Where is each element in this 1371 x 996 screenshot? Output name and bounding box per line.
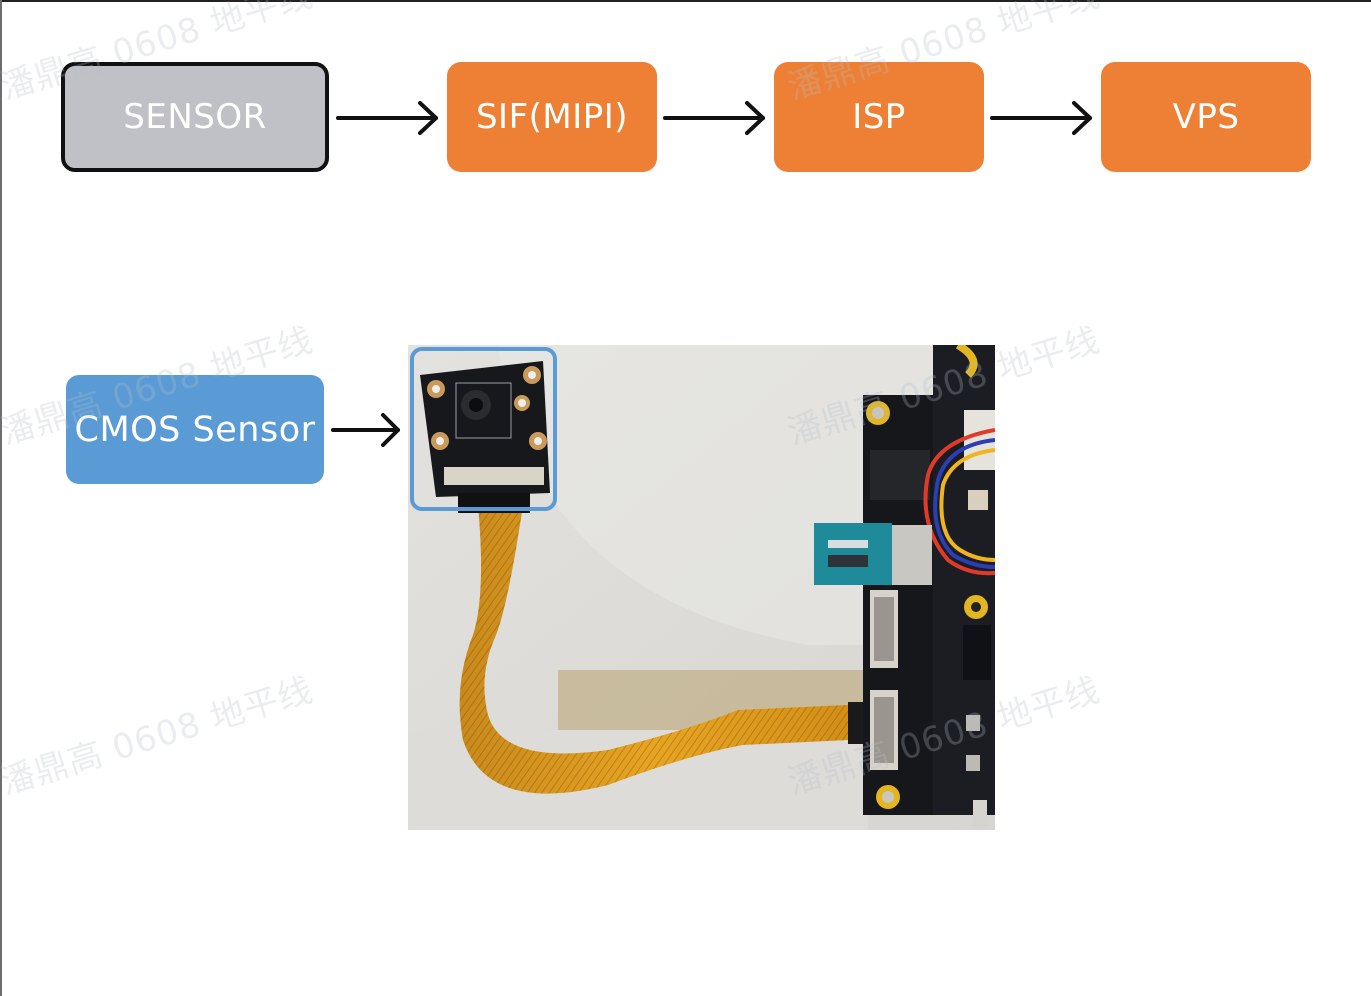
watermark: 潘鼎高 0608 地平线	[0, 670, 318, 804]
node-sif-label: SIF(MIPI)	[475, 97, 629, 137]
hardware-photo	[408, 345, 995, 830]
frame-border-left	[0, 0, 2, 996]
arrow-sensor-to-sif	[336, 101, 438, 135]
node-cmos-label: CMOS Sensor	[74, 409, 316, 450]
camera-module-highlight	[410, 347, 557, 511]
node-sif-mipi: SIF(MIPI)	[447, 62, 657, 172]
node-vps-label: VPS	[1172, 97, 1240, 137]
node-isp: ISP	[774, 62, 984, 172]
node-sensor-label: SENSOR	[123, 97, 267, 137]
arrow-sif-to-isp	[663, 101, 765, 135]
node-vps: VPS	[1101, 62, 1311, 172]
arrow-isp-to-vps	[990, 101, 1092, 135]
frame-border-top	[0, 0, 1371, 2]
node-isp-label: ISP	[852, 97, 906, 137]
node-cmos-sensor: CMOS Sensor	[66, 375, 324, 484]
arrow-cmos-to-photo	[331, 413, 400, 447]
node-sensor: SENSOR	[61, 62, 329, 172]
